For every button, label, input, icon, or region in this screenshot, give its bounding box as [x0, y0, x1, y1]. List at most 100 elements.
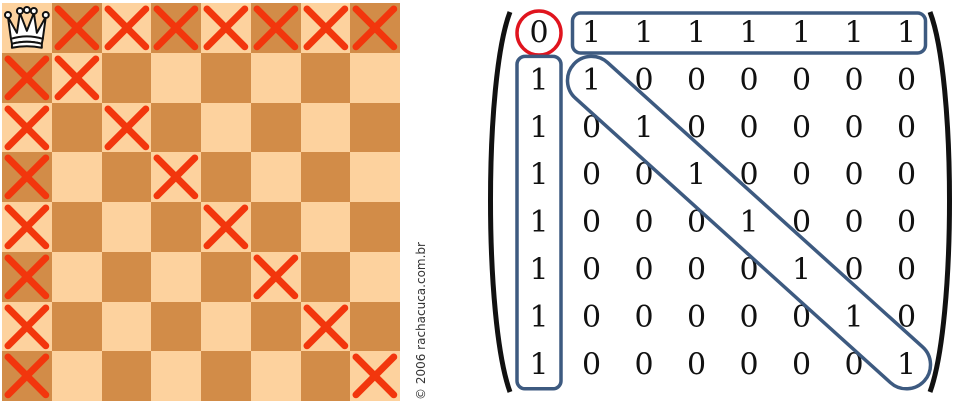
board-square — [201, 3, 251, 53]
matrix-cell: 1 — [844, 16, 863, 51]
board-square — [51, 351, 102, 401]
board-square — [2, 251, 52, 302]
x-icon — [352, 5, 398, 51]
matrix-cell: 0 — [897, 300, 916, 335]
board-square — [51, 52, 102, 103]
matrix-cell: 0 — [792, 158, 811, 193]
matrix-cell: 0 — [792, 63, 811, 98]
matrix-cell: 1 — [529, 110, 548, 145]
matrix-cell: 0 — [529, 16, 548, 51]
matrix-cell: 1 — [529, 205, 548, 240]
board-square — [250, 3, 301, 53]
matrix-cell: 0 — [687, 110, 706, 145]
board-square — [51, 301, 102, 352]
matrix-cell: 0 — [897, 253, 916, 288]
board-square — [151, 3, 201, 53]
matrix-cell: 0 — [739, 63, 758, 98]
board-square — [151, 202, 201, 252]
x-icon — [4, 104, 50, 150]
board-square — [151, 301, 201, 352]
board-square — [51, 251, 102, 302]
board-square — [350, 202, 400, 252]
matrix-cell: 0 — [897, 110, 916, 145]
matrix-cell: 1 — [739, 16, 758, 51]
board-square — [101, 251, 152, 302]
left-bracket — [488, 11, 513, 393]
board-square — [350, 301, 400, 352]
board-square — [350, 102, 400, 153]
board-square — [250, 102, 301, 153]
matrix-cell: 0 — [897, 63, 916, 98]
board-square — [201, 52, 251, 103]
board-square — [300, 152, 351, 202]
row-highlight-box — [570, 11, 928, 55]
matrix-brackets — [488, 11, 952, 393]
matrix-cell: 0 — [739, 253, 758, 288]
board-square — [51, 3, 102, 53]
matrix-cell: 0 — [634, 205, 653, 240]
matrix-cell: 0 — [687, 347, 706, 382]
x-icon — [4, 353, 50, 399]
matrix-cell: 0 — [687, 205, 706, 240]
x-icon — [54, 5, 100, 51]
matrix-cell: 0 — [634, 63, 653, 98]
board-grid — [2, 3, 400, 401]
matrix-cell: 0 — [739, 110, 758, 145]
board-square — [201, 102, 251, 153]
board-square — [201, 301, 251, 352]
board-square — [101, 52, 152, 103]
matrix-cell: 0 — [582, 253, 601, 288]
matrix-cell: 1 — [582, 63, 601, 98]
board-square — [151, 351, 201, 401]
board-square — [350, 52, 400, 103]
matrix-cell: 1 — [792, 253, 811, 288]
board-square — [300, 3, 351, 53]
board-square — [350, 3, 400, 53]
matrix-cell: 0 — [792, 347, 811, 382]
board-square — [300, 301, 351, 352]
board-square — [201, 202, 251, 252]
board-square — [2, 3, 52, 53]
board-square — [250, 202, 301, 252]
matrix-cell: 0 — [792, 300, 811, 335]
matrix-cell: 1 — [844, 300, 863, 335]
x-icon — [4, 154, 50, 200]
board-square — [2, 202, 52, 252]
matrix-cell: 0 — [844, 253, 863, 288]
board-square — [350, 351, 400, 401]
matrix-cell: 0 — [792, 205, 811, 240]
x-icon — [302, 5, 348, 51]
board-square — [201, 251, 251, 302]
matrix-cell: 0 — [634, 253, 653, 288]
board-square — [250, 301, 301, 352]
board-square — [151, 52, 201, 103]
matrix-cell: 0 — [739, 158, 758, 193]
matrix-cell: 1 — [687, 16, 706, 51]
board-square — [101, 301, 152, 352]
matrix-cell: 0 — [844, 63, 863, 98]
matrix-cell: 0 — [844, 158, 863, 193]
matrix-cell: 0 — [897, 205, 916, 240]
matrix-cell: 0 — [582, 300, 601, 335]
matrix-cell: 1 — [897, 347, 916, 382]
matrix-cell: 0 — [634, 158, 653, 193]
matrix-cell: 0 — [634, 347, 653, 382]
board-square — [151, 102, 201, 153]
x-icon — [302, 303, 348, 349]
board-square — [151, 251, 201, 302]
board-square — [250, 52, 301, 103]
x-icon — [352, 353, 398, 399]
board-square — [300, 251, 351, 302]
matrix-cell: 0 — [582, 158, 601, 193]
matrix-cell: 1 — [634, 110, 653, 145]
board-square — [101, 202, 152, 252]
board-square — [151, 152, 201, 202]
x-icon — [253, 5, 299, 51]
copyright-text: © 2006 rachacuca.com.br — [414, 242, 428, 400]
board-square — [2, 351, 52, 401]
matrix-highlights — [515, 9, 933, 391]
board-square — [101, 152, 152, 202]
board-square — [2, 102, 52, 153]
matrix-cell: 1 — [529, 347, 548, 382]
